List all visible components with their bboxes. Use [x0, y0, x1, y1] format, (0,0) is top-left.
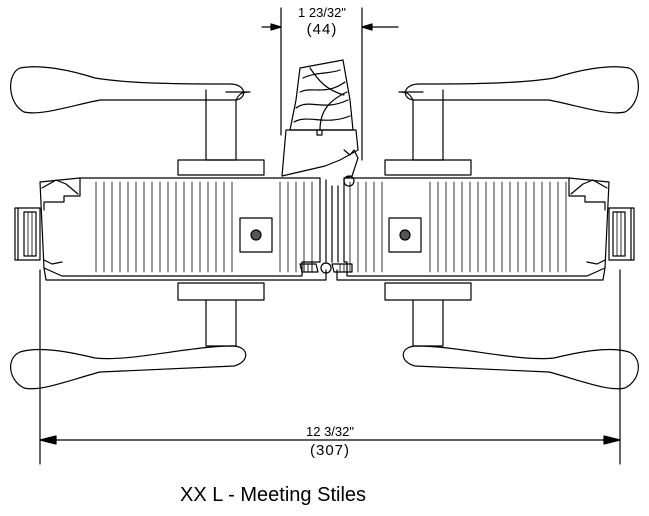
drawing-caption: XX L - Meeting Stiles [180, 484, 367, 506]
right-stile-ribs [349, 181, 567, 273]
bottom-dimension-metric: (307) [309, 442, 351, 459]
center-wood-block [281, 59, 359, 187]
right-door-stile [336, 177, 610, 281]
left-door-stile [39, 177, 327, 281]
bottom-dimension-lines [39, 269, 621, 465]
meeting-astragal [299, 179, 353, 274]
top-dimension-lines [261, 7, 399, 161]
top-dimension-imperial: 1 23/32" [298, 5, 346, 20]
left-frame [14, 207, 41, 261]
right-bottom-lever-handle [384, 282, 639, 390]
left-bottom-lever-handle [10, 282, 265, 390]
left-cylinder [239, 217, 273, 253]
left-stile-ribs [95, 181, 313, 273]
bottom-dimension-imperial: 12 3/32" [306, 424, 354, 439]
right-cylinder [388, 217, 422, 253]
top-dimension-metric: (44) [306, 21, 338, 38]
right-top-lever-handle [384, 66, 639, 176]
right-frame [608, 207, 635, 261]
left-top-lever-handle [10, 66, 265, 176]
